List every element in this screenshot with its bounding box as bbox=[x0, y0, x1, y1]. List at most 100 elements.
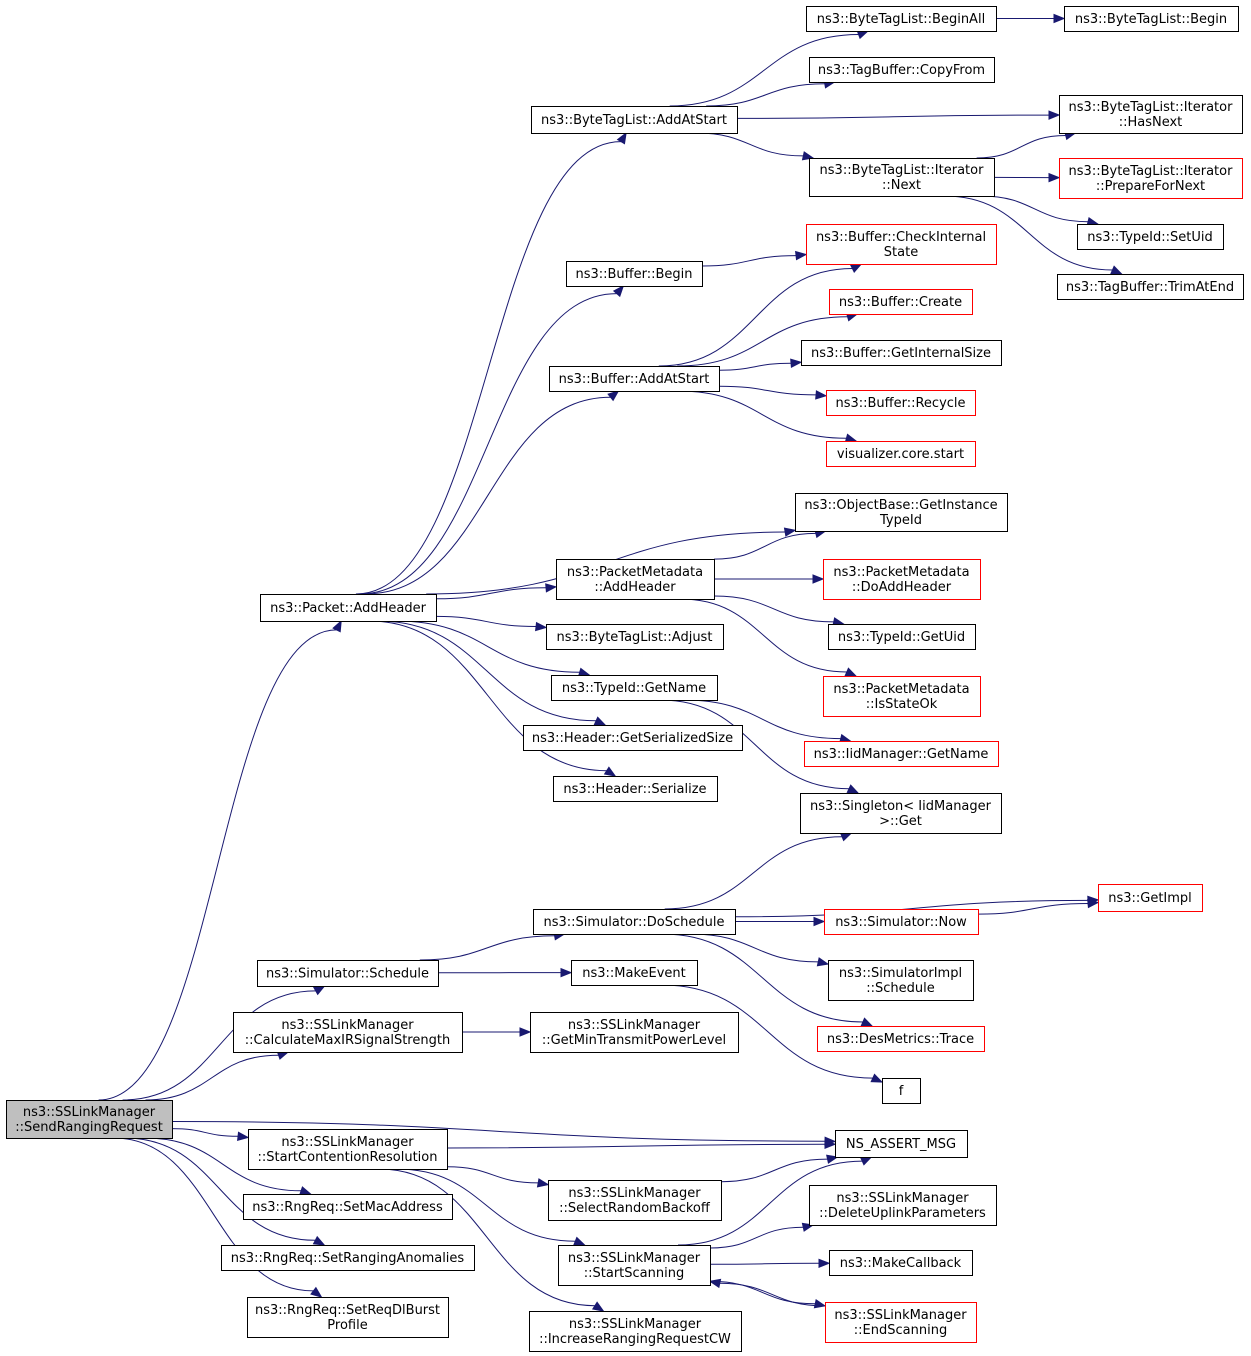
node-packet-addheader[interactable]: ns3::Packet::AddHeader bbox=[260, 594, 437, 622]
node-box[interactable] bbox=[795, 493, 1008, 532]
node-getmintx[interactable]: ns3::SSLinkManager::GetMinTransmitPowerL… bbox=[530, 1012, 739, 1053]
node-box[interactable] bbox=[546, 624, 724, 650]
node-box[interactable] bbox=[828, 624, 976, 650]
node-typeid-setuid[interactable]: ns3::TypeId::SetUid bbox=[1077, 224, 1224, 250]
node-box[interactable] bbox=[828, 960, 974, 1001]
node-typeid-getname[interactable]: ns3::TypeId::GetName bbox=[551, 675, 718, 701]
node-box[interactable] bbox=[529, 1311, 742, 1352]
node-iterator-next[interactable]: ns3::ByteTagList::Iterator::Next bbox=[809, 158, 995, 197]
node-box[interactable] bbox=[530, 1012, 739, 1053]
node-box[interactable] bbox=[809, 1185, 997, 1226]
node-box[interactable] bbox=[809, 57, 995, 83]
node-tagbuffer-trimatend[interactable]: ns3::TagBuffer::TrimAtEnd bbox=[1057, 274, 1244, 300]
node-box[interactable] bbox=[566, 261, 703, 287]
node-box[interactable] bbox=[243, 1194, 453, 1220]
node-iterator-hasnext[interactable]: ns3::ByteTagList::Iterator::HasNext bbox=[1059, 95, 1243, 134]
node-box[interactable] bbox=[248, 1129, 448, 1170]
node-selectrandombackoff[interactable]: ns3::SSLinkManager::SelectRandomBackoff bbox=[548, 1180, 722, 1221]
node-ns-assert-msg[interactable]: NS_ASSERT_MSG bbox=[835, 1130, 968, 1158]
node-deleteuplink[interactable]: ns3::SSLinkManager::DeleteUplinkParamete… bbox=[809, 1185, 997, 1226]
node-box[interactable] bbox=[825, 1302, 977, 1343]
node-bytetaglist-adjust[interactable]: ns3::ByteTagList::Adjust bbox=[546, 624, 724, 650]
node-box[interactable] bbox=[1098, 884, 1203, 912]
node-startcontention[interactable]: ns3::SSLinkManager::StartContentionResol… bbox=[248, 1129, 448, 1170]
node-f[interactable]: f bbox=[882, 1078, 921, 1104]
node-box[interactable] bbox=[260, 594, 437, 622]
node-makeevent[interactable]: ns3::MakeEvent bbox=[571, 960, 698, 986]
node-box[interactable] bbox=[571, 960, 698, 986]
node-box[interactable] bbox=[1064, 6, 1239, 32]
node-box[interactable] bbox=[826, 390, 976, 416]
node-calcmaxir[interactable]: ns3::SSLinkManager::CalculateMaxIRSignal… bbox=[233, 1012, 463, 1053]
node-box[interactable] bbox=[882, 1078, 921, 1104]
node-box[interactable] bbox=[523, 725, 743, 751]
node-box[interactable] bbox=[247, 1297, 449, 1338]
node-box[interactable] bbox=[824, 909, 979, 935]
node-box[interactable] bbox=[823, 559, 981, 600]
node-increaserangingcw[interactable]: ns3::SSLinkManager::IncreaseRangingReque… bbox=[529, 1311, 742, 1352]
node-box[interactable] bbox=[1059, 158, 1243, 199]
node-desmetrics-trace[interactable]: ns3::DesMetrics::Trace bbox=[817, 1026, 985, 1052]
node-box[interactable] bbox=[800, 793, 1002, 834]
node-header-serialize[interactable]: ns3::Header::Serialize bbox=[553, 776, 718, 802]
node-box[interactable] bbox=[549, 366, 720, 392]
node-box[interactable] bbox=[221, 1245, 475, 1271]
node-simulator-schedule[interactable]: ns3::Simulator::Schedule bbox=[257, 960, 439, 987]
node-bytetaglist-addatstart[interactable]: ns3::ByteTagList::AddAtStart bbox=[531, 106, 738, 134]
node-box[interactable] bbox=[531, 106, 738, 134]
node-getimpl[interactable]: ns3::GetImpl bbox=[1098, 884, 1203, 912]
node-tagbuffer-copyfrom[interactable]: ns3::TagBuffer::CopyFrom bbox=[809, 57, 995, 83]
node-box[interactable] bbox=[829, 1250, 973, 1276]
node-setmacaddress[interactable]: ns3::RngReq::SetMacAddress bbox=[243, 1194, 453, 1220]
node-box[interactable] bbox=[806, 6, 997, 32]
node-buffer-getinternalsize[interactable]: ns3::Buffer::GetInternalSize bbox=[801, 340, 1002, 366]
node-makecallback[interactable]: ns3::MakeCallback bbox=[829, 1250, 973, 1276]
node-box[interactable] bbox=[257, 960, 439, 987]
node-singleton-get[interactable]: ns3::Singleton< IidManager>::Get bbox=[800, 793, 1002, 834]
node-header-getserializedsize[interactable]: ns3::Header::GetSerializedSize bbox=[523, 725, 743, 751]
node-box[interactable] bbox=[826, 441, 976, 467]
node-box[interactable] bbox=[1077, 224, 1224, 250]
node-pm-addheader[interactable]: ns3::PacketMetadata::AddHeader bbox=[556, 559, 715, 600]
node-root[interactable]: ns3::SSLinkManager::SendRangingRequest bbox=[6, 1100, 173, 1139]
node-pm-isstateok[interactable]: ns3::PacketMetadata::IsStateOk bbox=[823, 676, 981, 717]
node-box[interactable] bbox=[533, 909, 736, 935]
node-setranginganomalies[interactable]: ns3::RngReq::SetRangingAnomalies bbox=[221, 1245, 475, 1271]
node-bytetaglist-beginall[interactable]: ns3::ByteTagList::BeginAll bbox=[806, 6, 997, 32]
node-box[interactable] bbox=[233, 1012, 463, 1053]
node-box[interactable] bbox=[1059, 95, 1243, 134]
node-simimpl-schedule[interactable]: ns3::SimulatorImpl::Schedule bbox=[828, 960, 974, 1001]
node-box[interactable] bbox=[1057, 274, 1244, 300]
node-buffer-addatstart[interactable]: ns3::Buffer::AddAtStart bbox=[549, 366, 720, 392]
node-visualizer-start[interactable]: visualizer.core.start bbox=[826, 441, 976, 467]
node-box[interactable] bbox=[806, 224, 997, 265]
node-pm-doaddheader[interactable]: ns3::PacketMetadata::DoAddHeader bbox=[823, 559, 981, 600]
node-box[interactable] bbox=[553, 776, 718, 802]
node-box[interactable] bbox=[801, 340, 1002, 366]
node-box[interactable] bbox=[835, 1130, 968, 1158]
node-box[interactable] bbox=[817, 1026, 985, 1052]
node-box[interactable] bbox=[823, 676, 981, 717]
node-buffer-begin[interactable]: ns3::Buffer::Begin bbox=[566, 261, 703, 287]
node-bytetaglist-begin[interactable]: ns3::ByteTagList::Begin bbox=[1064, 6, 1239, 32]
node-box[interactable] bbox=[809, 158, 995, 197]
node-startscanning[interactable]: ns3::SSLinkManager::StartScanning bbox=[558, 1245, 711, 1286]
node-box[interactable] bbox=[804, 741, 999, 767]
node-box[interactable] bbox=[551, 675, 718, 701]
node-box[interactable] bbox=[558, 1245, 711, 1286]
node-simulator-doschedule[interactable]: ns3::Simulator::DoSchedule bbox=[533, 909, 736, 935]
node-buffer-create[interactable]: ns3::Buffer::Create bbox=[829, 289, 973, 315]
node-endscanning[interactable]: ns3::SSLinkManager::EndScanning bbox=[825, 1302, 977, 1343]
node-box[interactable] bbox=[556, 559, 715, 600]
node-buffer-recycle[interactable]: ns3::Buffer::Recycle bbox=[826, 390, 976, 416]
node-simulator-now[interactable]: ns3::Simulator::Now bbox=[824, 909, 979, 935]
node-iidmanager-getname[interactable]: ns3::IidManager::GetName bbox=[804, 741, 999, 767]
node-box[interactable] bbox=[548, 1180, 722, 1221]
node-iterator-prepare[interactable]: ns3::ByteTagList::Iterator::PrepareForNe… bbox=[1059, 158, 1243, 199]
node-typeid-getuid[interactable]: ns3::TypeId::GetUid bbox=[828, 624, 976, 650]
node-box[interactable] bbox=[829, 289, 973, 315]
node-box[interactable] bbox=[6, 1100, 173, 1139]
